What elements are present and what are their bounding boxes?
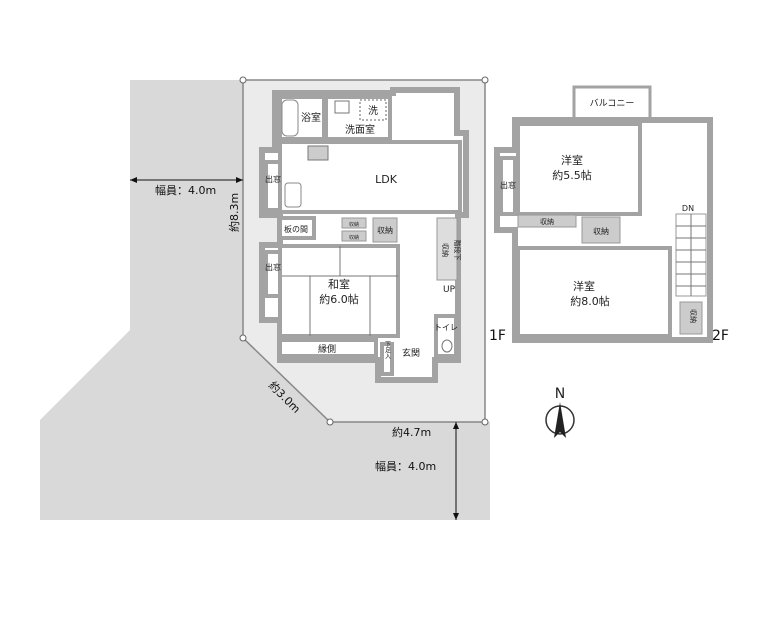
storage-2 bbox=[581, 216, 621, 244]
floor-1-label: 1F bbox=[489, 328, 506, 344]
western-room-1-size: 約5.5帖 bbox=[552, 168, 592, 182]
balcony-label: バルコニー bbox=[590, 98, 635, 109]
dim-front: 約4.7m bbox=[392, 425, 431, 439]
washitsu-size: 約6.0帖 bbox=[319, 292, 359, 306]
washitsu-label: 和室 bbox=[328, 277, 350, 291]
storage bbox=[372, 217, 398, 243]
north-compass-icon: N bbox=[545, 386, 575, 438]
dim-side: 約8.3m bbox=[227, 193, 241, 232]
bay-window-2-label: 出窓 bbox=[265, 262, 281, 272]
under-stairs-label: 階段下 bbox=[453, 240, 462, 261]
north-label: N bbox=[555, 386, 565, 402]
wood-floor-label: 板の間 bbox=[284, 224, 308, 234]
ldk bbox=[278, 140, 462, 214]
wood-floor bbox=[278, 216, 316, 240]
bay-window-label: 出窓 bbox=[500, 180, 516, 190]
shoe-storage bbox=[380, 342, 394, 376]
bath-label: 浴室 bbox=[301, 111, 321, 124]
stairs bbox=[436, 217, 458, 281]
western-room-2-size: 約8.0帖 bbox=[570, 294, 610, 308]
western-room-1 bbox=[516, 122, 642, 216]
bay-window-1-label: 出窓 bbox=[265, 174, 281, 184]
western-room-2 bbox=[516, 246, 672, 338]
road-width-left: 幅員：4.0m bbox=[155, 184, 216, 197]
storage-2-label: 収納 bbox=[593, 226, 609, 236]
up-label: UP bbox=[443, 285, 456, 295]
small-storage-2: 収納 bbox=[349, 234, 359, 241]
ldk-label: LDK bbox=[375, 173, 398, 186]
floor-2-label: 2F bbox=[712, 328, 729, 344]
floor-2: バルコニー 洋室 約5.5帖 出窓 収納 収納 洋室 約8.0帖 DN 収納 bbox=[494, 85, 713, 343]
road-width-bottom: 幅員：4.0m bbox=[375, 460, 436, 473]
dn-label: DN bbox=[682, 204, 694, 213]
storage-label: 収納 bbox=[377, 225, 393, 235]
toilet bbox=[434, 314, 458, 358]
stairs-2f bbox=[675, 213, 707, 297]
bay-window-1 bbox=[264, 160, 282, 212]
western-room-2-label: 洋室 bbox=[573, 279, 595, 293]
bay-window-2 bbox=[264, 250, 282, 298]
shoe-storage-label: 下足入 bbox=[384, 341, 391, 359]
toilet-label: トイレ bbox=[434, 323, 458, 332]
small-storage-1: 収納 bbox=[349, 221, 359, 228]
washitsu bbox=[278, 244, 400, 338]
engawa-label: 縁側 bbox=[318, 343, 336, 355]
western-room-1-label: 洋室 bbox=[561, 153, 583, 167]
storage-3 bbox=[679, 301, 703, 335]
washroom-label: 洗面室 bbox=[345, 123, 375, 136]
washer-label: 洗 bbox=[368, 105, 378, 117]
bay-window bbox=[499, 156, 517, 216]
stair-storage-label: 収納 bbox=[441, 243, 450, 257]
storage-1 bbox=[517, 214, 577, 228]
floor-1: 浴室 洗 洗面室 LDK 出窓 板の間 収納 収納 収納 収納 階段下 UP 和… bbox=[259, 87, 469, 383]
engawa bbox=[278, 338, 378, 358]
storage-3-label: 収納 bbox=[689, 309, 698, 323]
entrance-label: 玄関 bbox=[402, 347, 420, 359]
washroom bbox=[324, 95, 392, 141]
storage-1-label: 収納 bbox=[540, 217, 554, 226]
